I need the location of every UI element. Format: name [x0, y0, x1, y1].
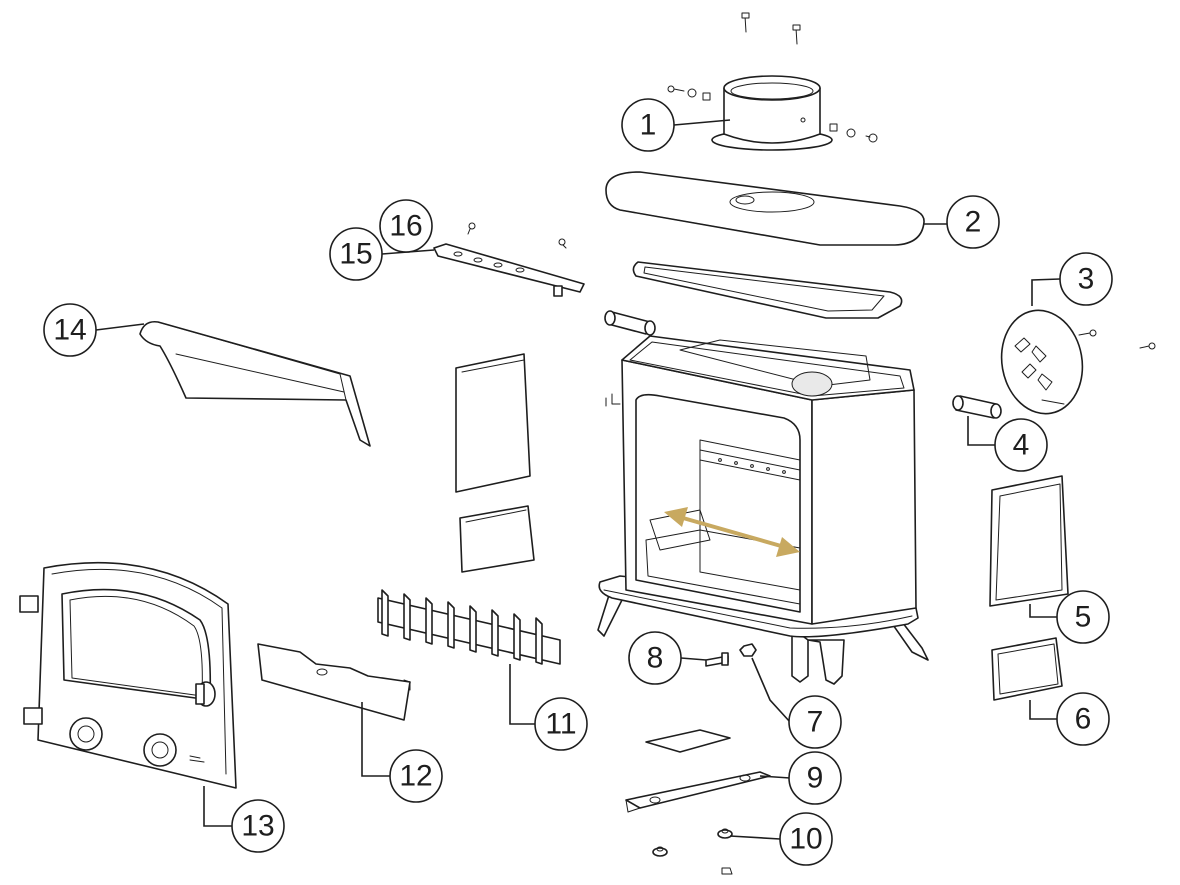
svg-text:5: 5	[1075, 601, 1092, 634]
svg-text:14: 14	[53, 314, 86, 347]
ash-lip	[625, 729, 771, 813]
callout-6: 6	[1056, 692, 1110, 746]
svg-text:13: 13	[241, 810, 274, 843]
side-brick-small	[991, 637, 1063, 701]
side-brick-large	[989, 475, 1069, 607]
feet-pads	[652, 828, 733, 875]
svg-text:1: 1	[640, 109, 657, 142]
ash-guard	[257, 643, 411, 721]
svg-text:8: 8	[647, 642, 664, 675]
callout-9: 9	[788, 751, 842, 805]
callout-15: 15	[329, 227, 383, 281]
fire-grate	[377, 589, 561, 665]
svg-text:4: 4	[1013, 429, 1030, 462]
callout-3: 3	[1059, 252, 1113, 306]
callout-7: 7	[788, 695, 842, 749]
svg-text:12: 12	[399, 760, 432, 793]
secondary-air-tube	[952, 395, 1002, 419]
svg-text:16: 16	[389, 210, 422, 243]
callout-10: 10	[779, 812, 833, 866]
stove-door	[19, 561, 237, 789]
back-brick-small	[459, 505, 535, 573]
svg-text:11: 11	[545, 708, 576, 741]
baffle-plate	[139, 320, 371, 447]
flue-collar	[667, 12, 878, 151]
svg-text:15: 15	[339, 238, 372, 271]
leader-lines	[95, 119, 1061, 840]
baffle-tube	[604, 310, 656, 336]
bolt	[705, 652, 729, 667]
callout-1: 1	[621, 98, 675, 152]
baffle-bracket	[433, 222, 585, 297]
svg-text:7: 7	[807, 706, 824, 739]
svg-text:10: 10	[789, 823, 822, 856]
callout-5: 5	[1056, 590, 1110, 644]
stove-body	[597, 335, 929, 685]
callout-11: 11	[534, 697, 588, 751]
svg-text:2: 2	[965, 206, 982, 239]
air-plate	[1000, 309, 1156, 415]
firebox-rivets	[718, 458, 786, 474]
callout-8: 8	[628, 631, 682, 685]
svg-text:3: 3	[1078, 263, 1095, 296]
callout-4: 4	[994, 418, 1048, 472]
callout-2: 2	[946, 195, 1000, 249]
callout-14: 14	[43, 303, 97, 357]
top-gasket	[632, 261, 903, 319]
callout-16: 16	[379, 199, 433, 253]
svg-text:6: 6	[1075, 703, 1092, 736]
top-plate	[605, 171, 925, 246]
svg-text:9: 9	[807, 762, 824, 795]
callout-12: 12	[389, 749, 443, 803]
callout-13: 13	[231, 799, 285, 853]
double-arrow	[664, 507, 800, 557]
back-brick-large	[455, 353, 531, 493]
nut	[739, 643, 757, 657]
